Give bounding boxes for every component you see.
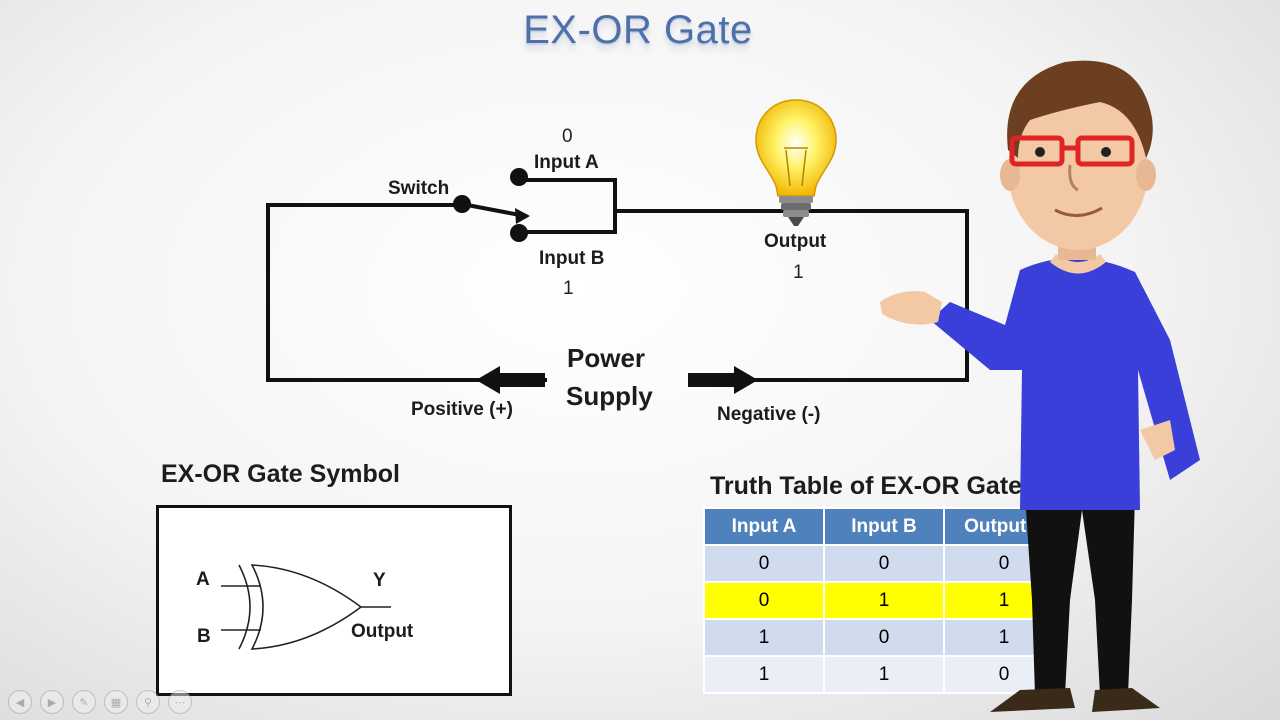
presenter-character <box>880 60 1200 712</box>
switch-label: Switch <box>388 178 450 199</box>
nav-prev-icon[interactable]: ◀ <box>8 690 32 714</box>
table-cell: 1 <box>823 655 945 694</box>
symbol-output-y: Y <box>373 570 386 591</box>
table-cell: 0 <box>823 618 945 657</box>
nav-next-icon[interactable]: ▶ <box>40 690 64 714</box>
arrow-negative <box>688 366 758 394</box>
truth-table: Input A Input B Output Y 0 0 0 0 1 1 1 0… <box>703 507 1065 694</box>
slideshow-nav: ◀ ▶ ✎ ▦ ⚲ ⋯ <box>8 690 192 716</box>
symbol-input-a: A <box>196 569 210 590</box>
symbol-output-label: Output <box>351 621 414 642</box>
table-cell: 1 <box>703 655 825 694</box>
positive-label: Positive (+) <box>411 399 513 420</box>
table-row: 0 0 0 <box>703 544 1065 583</box>
arrow-positive <box>476 366 545 394</box>
input-b-value: 1 <box>563 278 574 299</box>
zoom-icon[interactable]: ⚲ <box>136 690 160 714</box>
table-cell: 1 <box>703 618 825 657</box>
switch-arrowhead <box>515 208 530 224</box>
input-a-label: Input A <box>534 152 599 173</box>
output-value: 1 <box>793 262 804 283</box>
input-a-value: 0 <box>562 126 573 147</box>
power-label-line2: Supply <box>566 381 653 411</box>
light-bulb-icon <box>755 99 837 226</box>
truth-table-heading: Truth Table of EX-OR Gate <box>710 472 1023 500</box>
contact-b <box>510 224 528 242</box>
slide-title: EX-OR Gate <box>523 8 753 52</box>
contact-a <box>510 168 528 186</box>
symbol-heading: EX-OR Gate Symbol <box>161 460 400 488</box>
gate-symbol-box: A B Y Output <box>156 505 512 696</box>
input-b-label: Input B <box>539 248 605 269</box>
table-cell: 0 <box>823 544 945 583</box>
switch-lever <box>459 201 528 219</box>
more-icon[interactable]: ⋯ <box>168 690 192 714</box>
column-header: Input A <box>703 507 825 546</box>
wire-left <box>266 203 547 382</box>
slides-icon[interactable]: ▦ <box>104 690 128 714</box>
column-header: Input B <box>823 507 945 546</box>
table-cell: 0 <box>703 581 825 620</box>
table-cell: 0 <box>703 544 825 583</box>
xor-gate-icon <box>221 564 391 650</box>
negative-label: Negative (-) <box>717 404 821 425</box>
table-row: 1 1 0 <box>703 655 1065 694</box>
symbol-input-b: B <box>197 626 211 647</box>
wire-input-a <box>518 178 617 234</box>
table-cell: 1 <box>823 581 945 620</box>
power-label-line1: Power <box>567 343 646 373</box>
switch-pivot <box>453 195 471 213</box>
pen-icon[interactable]: ✎ <box>72 690 96 714</box>
output-label: Output <box>764 231 827 252</box>
